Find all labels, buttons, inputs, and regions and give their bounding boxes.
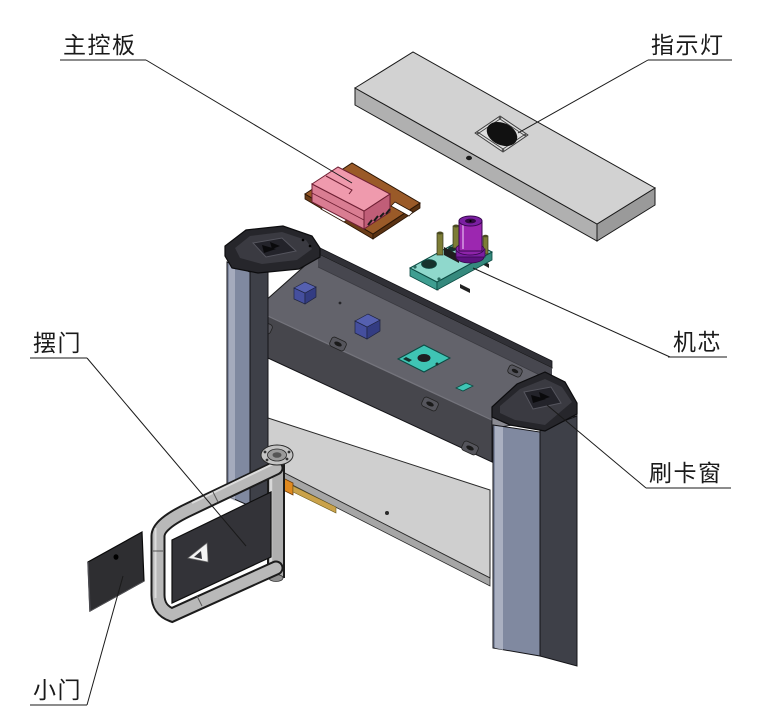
cabinet bbox=[224, 225, 578, 667]
leader-line bbox=[472, 267, 671, 358]
leader-line bbox=[86, 575, 124, 706]
swing-gate bbox=[150, 444, 294, 624]
callout-main-control-board: 主控板 bbox=[60, 33, 353, 184]
mech-screw bbox=[413, 265, 417, 269]
frame-screw bbox=[476, 131, 480, 135]
small-door-panel bbox=[87, 531, 145, 612]
beam-mech-mount-plate bbox=[396, 344, 452, 373]
label-indicator-light: 指示灯 bbox=[651, 33, 725, 59]
leader-line bbox=[86, 357, 247, 547]
leader-line bbox=[517, 59, 649, 134]
tube-seam bbox=[212, 491, 219, 503]
gate-hinge-hub bbox=[260, 444, 294, 466]
hinge-strip bbox=[292, 485, 337, 514]
mount-tab bbox=[329, 336, 347, 352]
beam-front-top-edge bbox=[254, 309, 493, 421]
callout-swing-gate: 摆门 bbox=[30, 331, 247, 547]
tube-seam bbox=[196, 595, 203, 607]
beam-back-inner-face bbox=[318, 254, 552, 381]
right-pillar-highlight bbox=[495, 426, 503, 650]
left-cap-arrow-icon bbox=[262, 242, 280, 253]
cap-screw bbox=[308, 244, 312, 248]
gate-panel bbox=[171, 491, 272, 604]
cover-edge-hole bbox=[466, 155, 472, 161]
indicator-light-hole bbox=[486, 121, 518, 147]
control-box-ridge bbox=[325, 175, 353, 195]
leader-line bbox=[145, 59, 353, 184]
mount-tab bbox=[421, 396, 439, 412]
pcb-slot bbox=[390, 201, 414, 217]
right-pillar-side-face bbox=[539, 415, 578, 667]
mech-bracket bbox=[444, 247, 459, 263]
beam-screw bbox=[338, 301, 342, 305]
right-cap-arrow-icon bbox=[531, 392, 550, 403]
beam-teal-clip bbox=[455, 382, 474, 392]
callout-indicator-light: 指示灯 bbox=[517, 33, 732, 134]
label-mechanism: 机芯 bbox=[673, 330, 722, 356]
mech-screw bbox=[437, 277, 441, 281]
mech-foot bbox=[460, 284, 470, 293]
callouts: 主控板 指示灯 机芯 刷卡窗 摆门 小门 bbox=[30, 33, 732, 706]
right-pillar bbox=[491, 371, 578, 667]
cap-screw bbox=[301, 238, 305, 242]
control-box-step bbox=[311, 192, 365, 221]
label-card-reader-window: 刷卡窗 bbox=[649, 461, 723, 487]
mechanism-assembly bbox=[408, 215, 494, 293]
connector-pins bbox=[367, 208, 391, 226]
beam-bracket-blue bbox=[293, 281, 317, 305]
main-control-board bbox=[304, 162, 421, 240]
mount-tab bbox=[507, 364, 523, 378]
callout-mechanism: 机芯 bbox=[472, 267, 727, 358]
mech-hole-large bbox=[421, 259, 437, 269]
small-door bbox=[87, 531, 145, 612]
label-swing-gate: 摆门 bbox=[33, 331, 82, 357]
small-door-hole bbox=[113, 554, 119, 560]
callout-small-door: 小门 bbox=[30, 575, 124, 706]
gate-tube-frame bbox=[150, 460, 284, 624]
label-small-door: 小门 bbox=[33, 678, 82, 704]
frame-screw bbox=[523, 133, 527, 137]
callout-card-reader-window: 刷卡窗 bbox=[546, 404, 731, 489]
gate-arrow-icon bbox=[187, 542, 209, 563]
mech-posts bbox=[436, 224, 489, 256]
beam-floor-edge bbox=[317, 266, 553, 382]
motor-cylinder bbox=[455, 215, 486, 264]
frame-screw bbox=[501, 148, 505, 152]
label-main-control-board: 主控板 bbox=[63, 33, 137, 59]
beam-bracket-blue bbox=[354, 313, 381, 340]
leader-line bbox=[546, 404, 647, 489]
left-pillar-highlight bbox=[229, 263, 235, 501]
shelf-hole bbox=[385, 511, 389, 515]
top-cover bbox=[354, 51, 656, 242]
left-pillar bbox=[224, 225, 321, 507]
small-door-edge bbox=[87, 561, 91, 612]
mount-tab bbox=[461, 440, 479, 456]
frame-screw bbox=[498, 116, 502, 120]
